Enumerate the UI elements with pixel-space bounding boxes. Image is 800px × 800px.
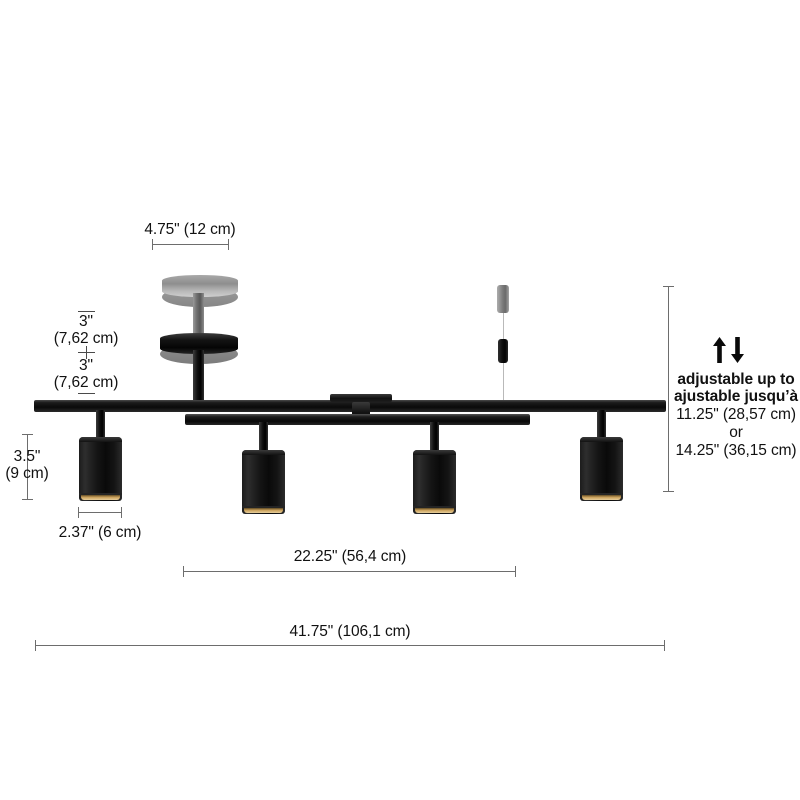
drop-2-cm-label: (7,62 cm) [53,374,119,391]
drop-divider-tick [78,346,95,359]
total-length-dimension-line [35,640,665,651]
lamp-head-4-rim [580,493,623,495]
up-down-arrows-icon [712,337,745,363]
canopy-width-label: 4.75" (12 cm) [144,221,236,238]
drop-1-inches-label: 3" [79,313,93,330]
cable-silver-connector [497,285,509,313]
lamp-head-3 [413,450,456,514]
lamp-head-3-rim [413,506,456,508]
cable-black-connector [498,339,508,363]
lamp-head-1-glow [81,495,120,500]
lamp-head-3-glow [415,508,454,513]
inner-span-dimension-line [183,566,516,577]
adjustable-value-1: 11.25" (28,57 cm) [676,406,796,423]
canopy-plate-silver [162,275,238,297]
lamp-arm-2 [259,422,268,454]
lamp-head-1-rim [79,493,122,495]
lamp-head-4-glow [582,495,621,500]
center-mount-bracket [330,394,392,402]
canopy-disc-black [160,333,238,354]
lamp-arm-4 [597,410,606,442]
head-diameter-label: 2.37" (6 cm) [58,524,142,541]
head-height-inches-label: 3.5" [13,448,41,465]
canopy-drop-stem [193,350,204,403]
lamp-head-2-glow [244,508,283,513]
lamp-head-2-rim [242,506,285,508]
lamp-head-2 [242,450,285,514]
total-length-label: 41.75" (106,1 cm) [289,623,411,640]
lamp-arm-1 [96,410,105,442]
inner-span-label: 22.25" (56,4 cm) [293,548,407,565]
lamp-head-4 [580,437,623,501]
drop-1-top-tick [78,311,95,312]
lamp-head-1 [79,437,122,501]
head-height-cm-label: (9 cm) [5,465,49,482]
adjustable-note-line-fr: ajustable jusqu’à [673,388,799,405]
lamp-arm-3 [430,422,439,454]
drop-2-inches-label: 3" [79,357,93,374]
canopy-width-dimension-line [152,239,229,250]
adjustable-separator: or [729,424,743,441]
drop-1-cm-label: (7,62 cm) [53,330,119,347]
canopy-silver-rod [193,293,204,338]
drop-2-bottom-tick [78,393,95,394]
head-height-dimension-line [22,434,33,500]
main-track-bar [34,400,666,412]
adjustable-note-line-en: adjustable up to [677,371,795,388]
head-diameter-dimension-line [78,507,122,518]
front-track-bar [185,414,530,425]
adjustable-value-2: 14.25" (36,15 cm) [675,442,797,459]
adjustable-height-dimension-line [663,286,674,492]
